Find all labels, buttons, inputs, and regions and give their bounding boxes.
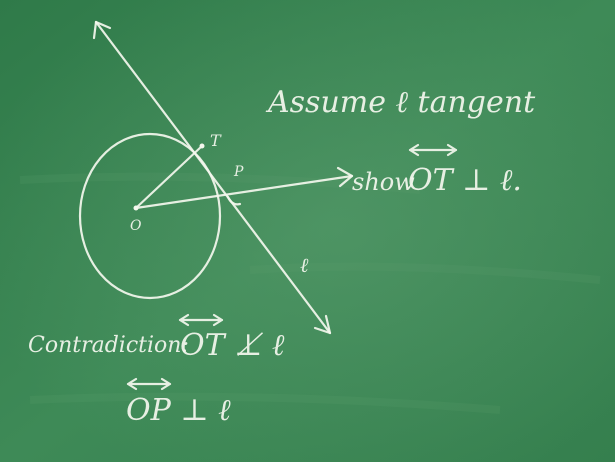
tangent-line-l	[94, 20, 332, 335]
line-OP	[134, 174, 354, 210]
annotation-assume: Assume ℓ tangent	[265, 85, 536, 120]
angle-mark-P	[226, 195, 242, 206]
segment-OT	[134, 144, 204, 210]
eraser-streaks	[19, 172, 601, 414]
annotation-op-expr: OP ⊥ ℓ	[126, 393, 231, 428]
label-T: T	[210, 131, 222, 150]
arrowhead-OP	[336, 166, 354, 188]
annotation-contradiction-label: Contradiction:	[28, 333, 189, 358]
point-O	[133, 205, 139, 211]
annotation-show-expr: OT ⊥ ℓ.	[408, 163, 522, 198]
label-O: O	[130, 218, 142, 234]
overarrow-OP	[126, 377, 172, 391]
circle	[78, 132, 222, 300]
label-l: ℓ	[300, 253, 309, 277]
annotation-contradiction-expr: OT ⊥̸ ℓ	[180, 328, 285, 363]
arrowhead-bottom	[313, 314, 332, 335]
overarrow-OT-contradiction	[178, 313, 224, 327]
arrowhead-top	[92, 20, 112, 40]
point-T	[199, 143, 205, 149]
overarrow-OT-show	[408, 143, 458, 157]
annotation-show: show	[352, 168, 415, 196]
label-P: P	[233, 164, 244, 180]
